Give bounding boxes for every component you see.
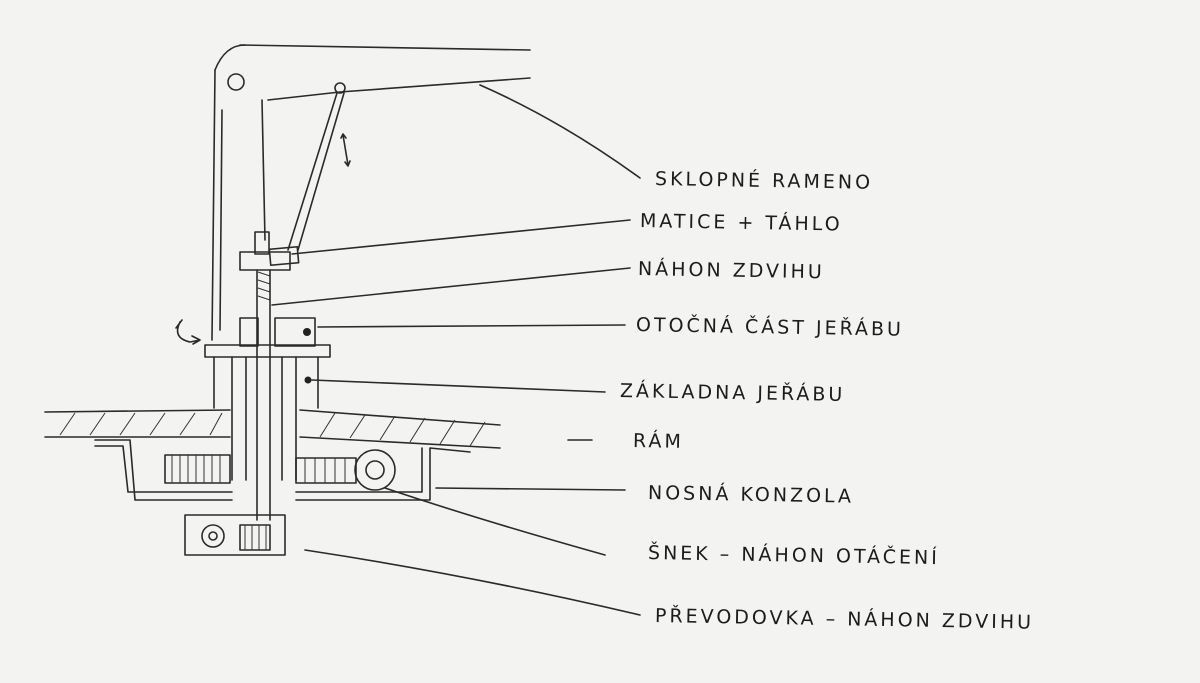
support-bracket xyxy=(94,439,471,501)
gearbox xyxy=(184,514,286,556)
boom-pivot xyxy=(227,73,245,91)
worm-gear xyxy=(164,449,396,491)
leader-lines xyxy=(271,84,641,616)
crane-base xyxy=(213,356,319,481)
tie-rod xyxy=(268,92,351,266)
label-nut-rod: MATICE + TÁHLO xyxy=(639,210,843,236)
label-crane-base: ZÁKLADNA JEŘÁBU xyxy=(619,380,846,406)
lift-screw xyxy=(239,231,291,521)
boom-arm xyxy=(214,44,531,101)
label-frame: RÁM xyxy=(632,430,685,453)
label-boom: SKLOPNÉ RAMENO xyxy=(654,168,874,194)
crane-column xyxy=(211,69,266,341)
label-lift-drive: NÁHON ZDVIHU xyxy=(637,258,825,284)
frame-plate xyxy=(44,409,501,449)
rotating-part xyxy=(175,317,331,358)
label-support-bracket: NOSNÁ KONZOLA xyxy=(647,482,855,508)
worm-wheel xyxy=(354,449,396,491)
label-rotating-part: OTOČNÁ ČÁST JEŘÁBU xyxy=(635,314,905,341)
rod-pivot xyxy=(334,82,346,94)
